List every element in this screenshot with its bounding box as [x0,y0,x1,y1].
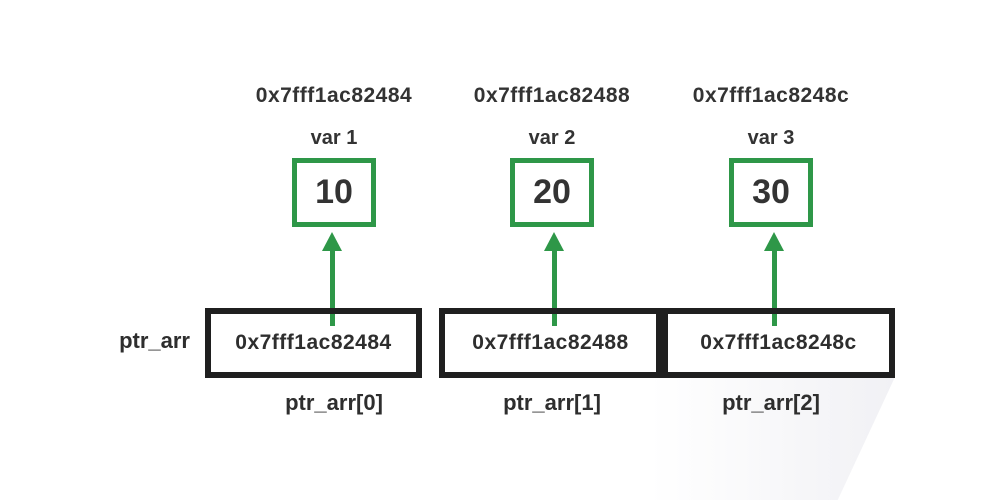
address-label-1: 0x7fff1ac82484 [255,84,413,107]
array-cell-2: 0x7fff1ac8248c [662,308,895,378]
cell-address-1: 0x7fff1ac82488 [472,331,629,354]
address-label-2: 0x7fff1ac82488 [473,84,631,107]
value-text-3: 30 [752,173,790,211]
array-cell-1: 0x7fff1ac82488 [439,308,662,378]
var-label-2: var 2 [528,127,576,149]
array-cell-0: 0x7fff1ac82484 [205,308,422,378]
value-text-1: 10 [315,173,353,211]
arrow-shaft [551,251,557,326]
var-label-3: var 3 [747,127,795,149]
pointer-arrow-icon-2 [544,232,564,326]
value-box-1: 10 [292,158,376,227]
arrowhead-icon [322,232,342,251]
pointer-arrow-icon-1 [322,232,342,326]
value-box-2: 20 [510,158,594,227]
address-label-3: 0x7fff1ac8248c [692,84,850,107]
index-label-2: ptr_arr[2] [722,390,820,415]
arrow-shaft [771,251,777,326]
array-name-label: ptr_arr [119,328,190,353]
cell-address-2: 0x7fff1ac8248c [700,331,857,354]
arrowhead-icon [764,232,784,251]
var-label-1: var 1 [310,127,358,149]
value-text-2: 20 [533,173,571,211]
pointer-arrow-icon-3 [764,232,784,326]
value-box-3: 30 [729,158,813,227]
cell-address-0: 0x7fff1ac82484 [235,331,392,354]
index-label-1: ptr_arr[1] [503,390,601,415]
arrow-shaft [329,251,335,326]
arrowhead-icon [544,232,564,251]
index-label-0: ptr_arr[0] [285,390,383,415]
